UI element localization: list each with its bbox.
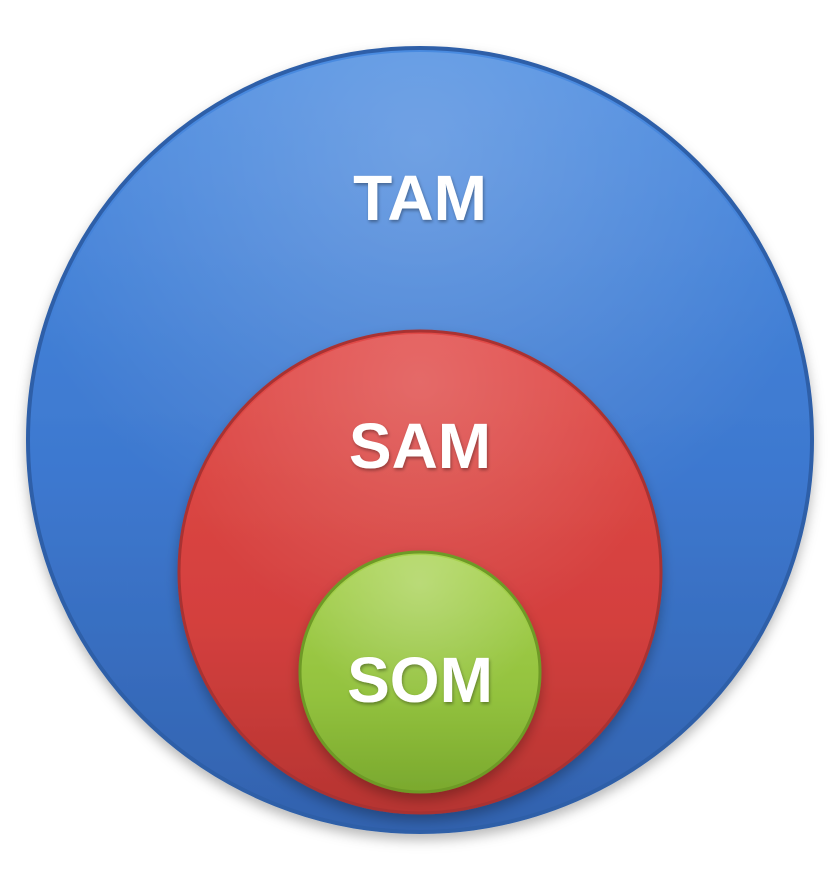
som-circle bbox=[298, 550, 542, 794]
sam-label: SAM bbox=[349, 410, 491, 482]
som-label: SOM bbox=[347, 644, 493, 716]
tam-label: TAM bbox=[353, 162, 487, 234]
